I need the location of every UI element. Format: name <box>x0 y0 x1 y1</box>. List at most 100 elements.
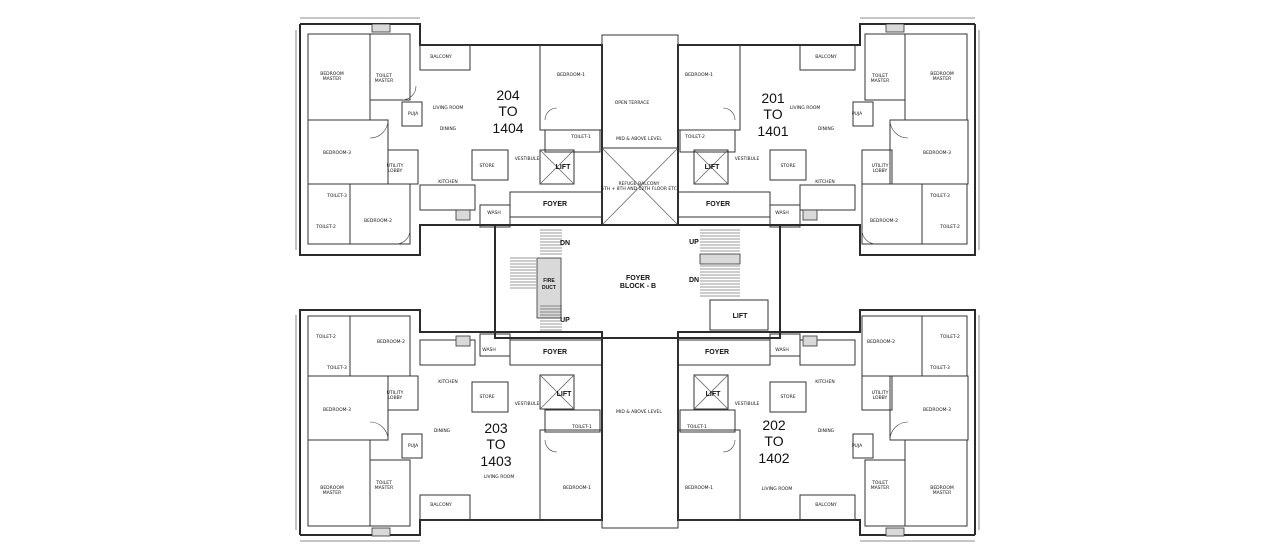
tr-bedroom-2: BEDROOM-2 <box>870 218 898 224</box>
bl-bedroom-3: BEDROOM-3 <box>323 407 351 413</box>
bl-bedroom-master-a: BEDROOM <box>320 485 344 491</box>
bl-toilet-master-b: MASTER <box>375 485 394 491</box>
unit-label-top-left-c: 1404 <box>492 120 523 136</box>
tl-balcony: BALCONY <box>430 54 452 60</box>
br-dining: DINING <box>818 428 835 434</box>
tr-bedroom-3: BEDROOM-3 <box>923 150 951 156</box>
unit-bottom-right <box>677 309 980 542</box>
tr-toilet-1: TOILET-2 <box>684 134 705 140</box>
unit-label-top-right-a: 201 <box>761 90 785 106</box>
tl-bedroom-2: BEDROOM-2 <box>364 218 392 224</box>
vestibule-tl: VESTIBULE <box>515 156 540 162</box>
br-store: STORE <box>780 394 795 400</box>
foyer-bottom-right: FOYER <box>705 349 729 356</box>
tl-bedroom-master-a: BEDROOM <box>320 71 344 77</box>
bl-balcony: BALCONY <box>430 502 452 508</box>
stair-up-left: UP <box>560 317 570 324</box>
br-bedroom-master-a: BEDROOM <box>930 485 954 491</box>
unit-label-bottom-left-a: 203 <box>484 420 508 436</box>
foyer-bottom-left: FOYER <box>543 349 567 356</box>
foyer-top-right: FOYER <box>706 201 730 208</box>
tr-wash: WASH <box>775 210 789 216</box>
stair-dn-right: DN <box>689 277 699 284</box>
stair-dn-left: DN <box>560 240 570 247</box>
tr-bedroom-master-b: MASTER <box>933 76 952 82</box>
br-bedroom-2: BEDROOM-2 <box>867 339 895 345</box>
tr-bedroom-master-a: BEDROOM <box>930 71 954 77</box>
tr-toilet-2: TOILET-2 <box>939 224 960 230</box>
bl-puja: PUJA <box>408 443 419 449</box>
bl-toilet-2: TOILET-2 <box>315 334 336 340</box>
unit-label-bottom-right-a: 202 <box>762 417 786 433</box>
mid-level-label-bottom: MID & ABOVE LEVEL <box>616 409 662 415</box>
bl-wash: WASH <box>482 347 496 353</box>
br-kitchen: KITCHEN <box>815 379 835 385</box>
unit-label-top-right-c: 1401 <box>757 123 788 139</box>
bl-living: LIVING ROOM <box>484 474 515 480</box>
unit-label-bottom-left-c: 1403 <box>480 453 511 469</box>
tl-toilet-1: TOILET-1 <box>570 134 591 140</box>
br-toilet-1: TOILET-1 <box>686 424 707 430</box>
tr-utility-b: LOBBY <box>873 168 888 174</box>
br-bedroom-3: BEDROOM-3 <box>923 407 951 413</box>
tr-dining: DINING <box>818 126 835 132</box>
bl-utility-b: LOBBY <box>388 395 403 401</box>
tr-living: LIVING ROOM <box>790 105 821 111</box>
br-living: LIVING ROOM <box>762 486 793 492</box>
tl-store: STORE <box>479 163 494 169</box>
bl-toilet-master-a: TOILET <box>375 480 392 486</box>
tr-toilet-master-b: MASTER <box>871 78 890 84</box>
tl-wash: WASH <box>487 210 501 216</box>
bl-store: STORE <box>479 394 494 400</box>
tl-toilet-2: TOILET-2 <box>315 224 336 230</box>
refuge-label-a: REFUGE BALCONY <box>618 181 659 187</box>
tl-toilet-master-b: MASTER <box>375 78 394 84</box>
tl-bedroom-master-b: MASTER <box>323 76 342 82</box>
tl-kitchen: KITCHEN <box>438 179 458 185</box>
foyer-block-label: BLOCK - B <box>620 283 656 290</box>
tr-bedroom-1: BEDROOM-1 <box>685 72 713 78</box>
tr-toilet-master-a: TOILET <box>871 73 888 79</box>
bl-toilet-1: TOILET-1 <box>571 424 592 430</box>
br-toilet-master-b: MASTER <box>871 485 890 491</box>
mid-level-label-top: MID & ABOVE LEVEL <box>616 136 662 142</box>
unit-label-top-left-b: TO <box>498 103 517 119</box>
open-terrace-label: OPEN TERRACE <box>615 100 650 106</box>
br-bedroom-master-b: MASTER <box>933 490 952 496</box>
br-toilet-master-a: TOILET <box>871 480 888 486</box>
br-puja: PUJA <box>852 443 863 449</box>
lift-bottom-right: LIFT <box>706 391 721 398</box>
stair-up-right: UP <box>689 239 699 246</box>
tr-puja: PUJA <box>852 111 863 117</box>
central-core <box>371 23 905 537</box>
lift-bottom-left: LIFT <box>557 391 572 398</box>
bl-bedroom-1: BEDROOM-1 <box>563 485 591 491</box>
unit-label-top-left-a: 204 <box>496 87 520 103</box>
bl-dining: DINING <box>434 428 451 434</box>
tl-utility-b: LOBBY <box>388 168 403 174</box>
br-bedroom-1: BEDROOM-1 <box>685 485 713 491</box>
vestibule-br: VESTIBULE <box>735 401 760 407</box>
unit-label-bottom-right-c: 1402 <box>758 450 789 466</box>
refuge-label-b: 5TH + 8TH AND 12TH FLOOR ETC <box>601 186 677 192</box>
bl-toilet-3: TOILET-3 <box>326 365 347 371</box>
tl-utility-a: UTILITY <box>387 163 404 169</box>
unit-label-bottom-right-b: TO <box>764 433 783 449</box>
tl-bedroom-1: BEDROOM-1 <box>557 72 585 78</box>
tl-toilet-master-a: TOILET <box>375 73 392 79</box>
tr-toilet-3: TOILET-3 <box>929 193 950 199</box>
foyer-label: FOYER <box>626 275 650 282</box>
bl-bedroom-master-b: MASTER <box>323 490 342 496</box>
br-utility-b: LOBBY <box>873 395 888 401</box>
br-wash: WASH <box>775 347 789 353</box>
lift-label-core: LIFT <box>733 313 748 320</box>
bl-utility-a: UTILITY <box>387 390 404 396</box>
bl-bedroom-2: BEDROOM-2 <box>377 339 405 345</box>
tr-utility-a: UTILITY <box>872 163 889 169</box>
unit-label-top-right-b: TO <box>763 106 782 122</box>
tr-balcony: BALCONY <box>815 54 837 60</box>
unit-top-left <box>295 17 603 256</box>
tl-living: LIVING ROOM <box>433 105 464 111</box>
